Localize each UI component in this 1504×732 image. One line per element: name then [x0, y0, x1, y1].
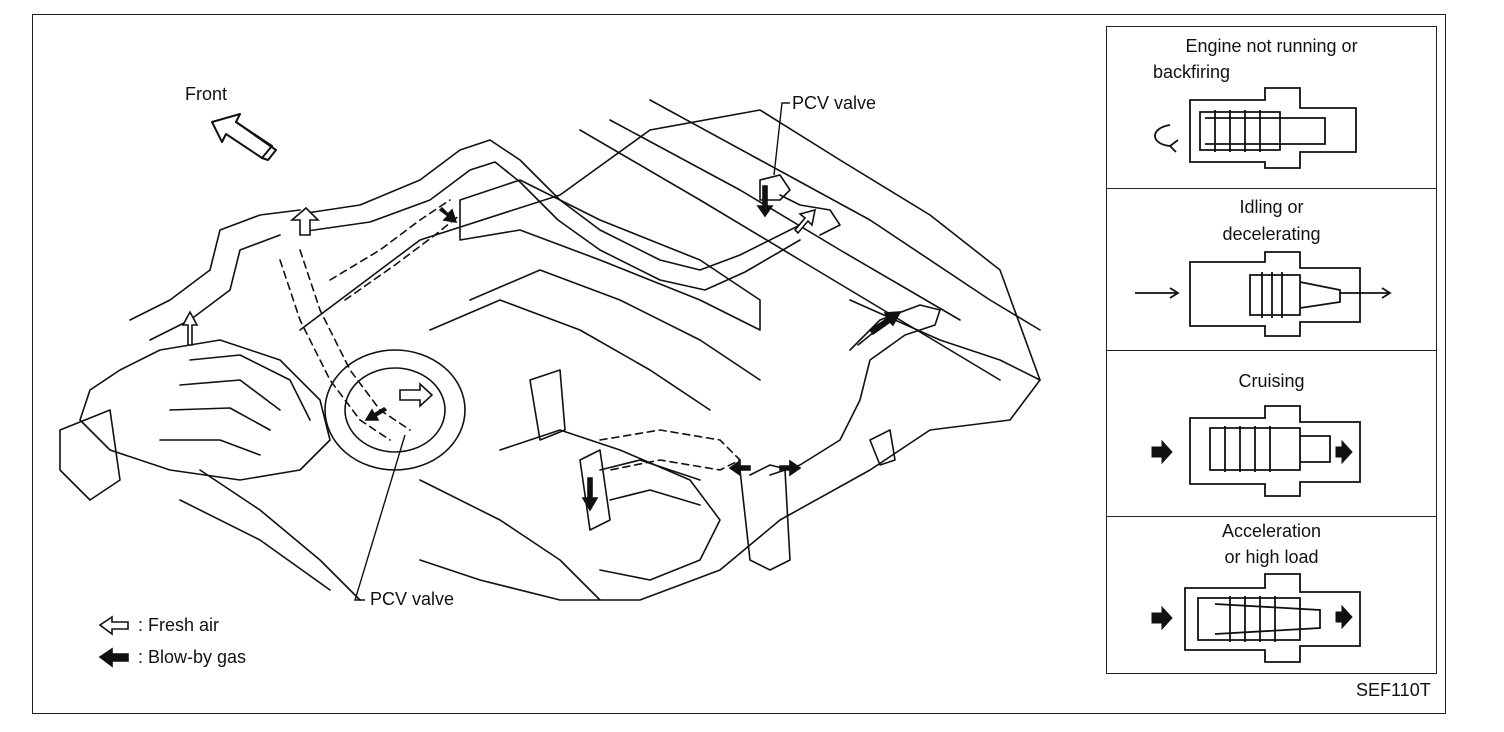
fresh-air-legend-icon: [98, 615, 129, 636]
fresh-air-arrow: [181, 310, 199, 346]
valve-idle-icon: [1135, 251, 1392, 337]
fresh-air-arrow: [399, 382, 434, 408]
legend-blow-by-gas: : Blow-by gas: [138, 647, 247, 667]
panel-divider: [1106, 516, 1437, 517]
valve-cruising-icon: [1189, 405, 1361, 497]
mode-title-acceleration: Acceleration or high load: [1221, 521, 1322, 567]
figure-frame: [32, 14, 1446, 714]
legend-fresh-air: : Fresh air: [138, 615, 220, 635]
panel-divider: [1106, 188, 1437, 189]
blow-by-arrow: [779, 459, 802, 477]
blow-by-arrow: [1151, 605, 1173, 631]
blow-by-arrow: [438, 206, 458, 224]
mode-title-engine-not-running: Engine not running or backfiring: [1153, 36, 1358, 82]
figure-code: SEF110T: [1356, 680, 1431, 700]
front-arrow-icon: [211, 113, 273, 159]
panel-divider: [1106, 350, 1437, 351]
pcv-valve-label-top: PCV valve: [792, 93, 877, 113]
fresh-air-arrow: [289, 206, 320, 236]
fresh-air-arrow: [793, 208, 817, 235]
blow-by-arrow: [756, 185, 774, 218]
blow-by-arrow: [1335, 604, 1353, 630]
valve-closed-icon: [1154, 87, 1357, 169]
blow-by-arrow: [1335, 439, 1353, 465]
blow-by-arrow: [364, 406, 388, 421]
blow-by-arrow: [581, 477, 599, 512]
blow-by-arrow: [868, 311, 902, 336]
mode-title-cruising: Cruising: [1238, 371, 1305, 391]
pcv-valve-label-bottom: PCV valve: [370, 589, 455, 609]
front-label: Front: [185, 84, 228, 104]
valve-acceleration-icon: [1184, 573, 1361, 663]
blow-by-arrow: [728, 459, 751, 477]
blow-by-legend-icon: [98, 647, 129, 668]
mode-title-idling: Idling or decelerating: [1222, 197, 1321, 244]
blow-by-arrow: [1151, 439, 1173, 465]
